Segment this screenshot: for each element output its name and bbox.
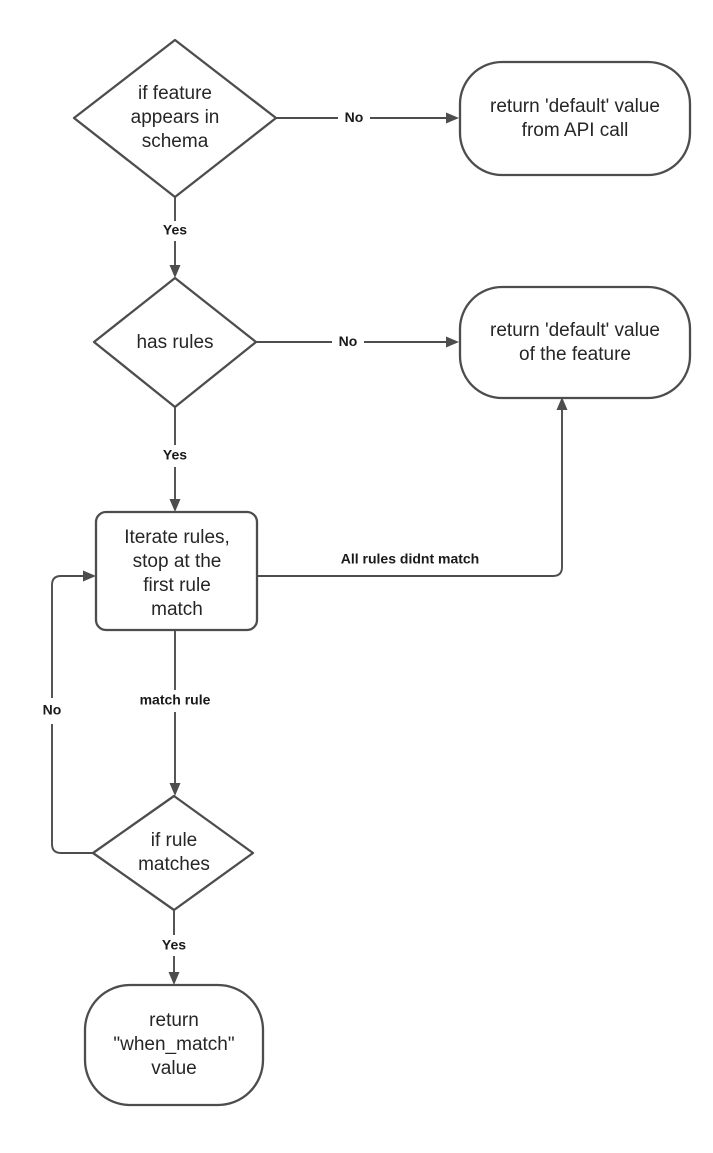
edge-label-no-schema: No	[345, 109, 364, 125]
node-text-line-3: first rule	[143, 575, 211, 596]
edge-label-match-rule: match rule	[140, 692, 211, 708]
node-text-line-2: from API call	[522, 120, 629, 141]
edge-no-schema: No	[276, 109, 459, 125]
edge-label-yes-schema: Yes	[163, 222, 187, 238]
edge-label-all-rules-didnt-match: All rules didnt match	[341, 551, 479, 567]
edge-no-rules: No	[256, 333, 459, 349]
node-return-default-of-the-feature[interactable]: return 'default' value of the feature	[458, 285, 692, 400]
arrowhead	[83, 570, 96, 582]
node-text-line-1: if feature	[138, 83, 212, 104]
edge-label-no-rules: No	[339, 333, 358, 349]
node-text-line-1: return 'default' value	[490, 320, 660, 341]
node-return-when-match-value[interactable]: return "when_match" value	[83, 983, 265, 1107]
node-text-line-4: match	[151, 599, 203, 620]
node-text-line-1: if rule	[151, 830, 197, 851]
node-text-line-2: of the feature	[519, 344, 631, 365]
node-text-line-1: has rules	[136, 332, 213, 353]
node-text-line-3: value	[151, 1058, 196, 1079]
diamond-shape[interactable]	[72, 38, 278, 199]
node-text-line-2: stop at the	[133, 551, 222, 572]
node-text-line-1: return 'default' value	[490, 96, 660, 117]
arrowhead	[169, 499, 181, 512]
edge-line	[257, 408, 563, 577]
edge-yes-rules: Yes	[163, 407, 187, 512]
arrowhead	[446, 336, 459, 348]
node-if-feature-appears-in-schema[interactable]: if feature appears in schema	[72, 38, 278, 199]
node-iterate-rules[interactable]: Iterate rules, stop at the first rule ma…	[94, 510, 259, 632]
arrowhead	[169, 265, 181, 278]
edge-label-backdrop	[38, 698, 66, 724]
edge-label-yes-rule-match: Yes	[162, 937, 186, 953]
arrowhead	[556, 397, 568, 410]
edge-all-rules-didnt-match: All rules didnt match	[257, 397, 568, 577]
node-text-line-2: appears in	[131, 107, 220, 128]
process-box-shape[interactable]	[94, 510, 259, 632]
diamond-shape[interactable]	[91, 794, 255, 912]
arrowhead	[168, 972, 180, 985]
edge-yes-schema: Yes	[163, 197, 187, 278]
rounded-rect-shape[interactable]	[83, 983, 265, 1107]
node-text-line-2: "when_match"	[113, 1034, 234, 1055]
node-text-line-2: matches	[138, 854, 210, 875]
edge-no-rule-match-loop: No No	[38, 570, 96, 854]
node-return-default-from-api-call[interactable]: return 'default' value from API call	[458, 60, 692, 177]
node-text-line-1: return	[149, 1010, 199, 1031]
arrowhead	[169, 783, 181, 796]
diamond-shape[interactable]	[92, 276, 258, 409]
node-text-line-3: schema	[142, 131, 209, 152]
rounded-rect-shape[interactable]	[458, 285, 692, 400]
edge-yes-rule-match: Yes	[162, 910, 186, 985]
edge-label-yes-rules: Yes	[163, 447, 187, 463]
node-text-line-1: Iterate rules,	[124, 527, 230, 548]
edge-match-rule: match rule	[140, 630, 211, 796]
edge-label-no-rule-match-text: No	[43, 702, 62, 718]
node-has-rules[interactable]: has rules	[92, 276, 258, 409]
arrowhead	[446, 112, 459, 124]
node-if-rule-matches[interactable]: if rule matches	[91, 794, 255, 912]
rounded-rect-shape[interactable]	[458, 60, 692, 177]
